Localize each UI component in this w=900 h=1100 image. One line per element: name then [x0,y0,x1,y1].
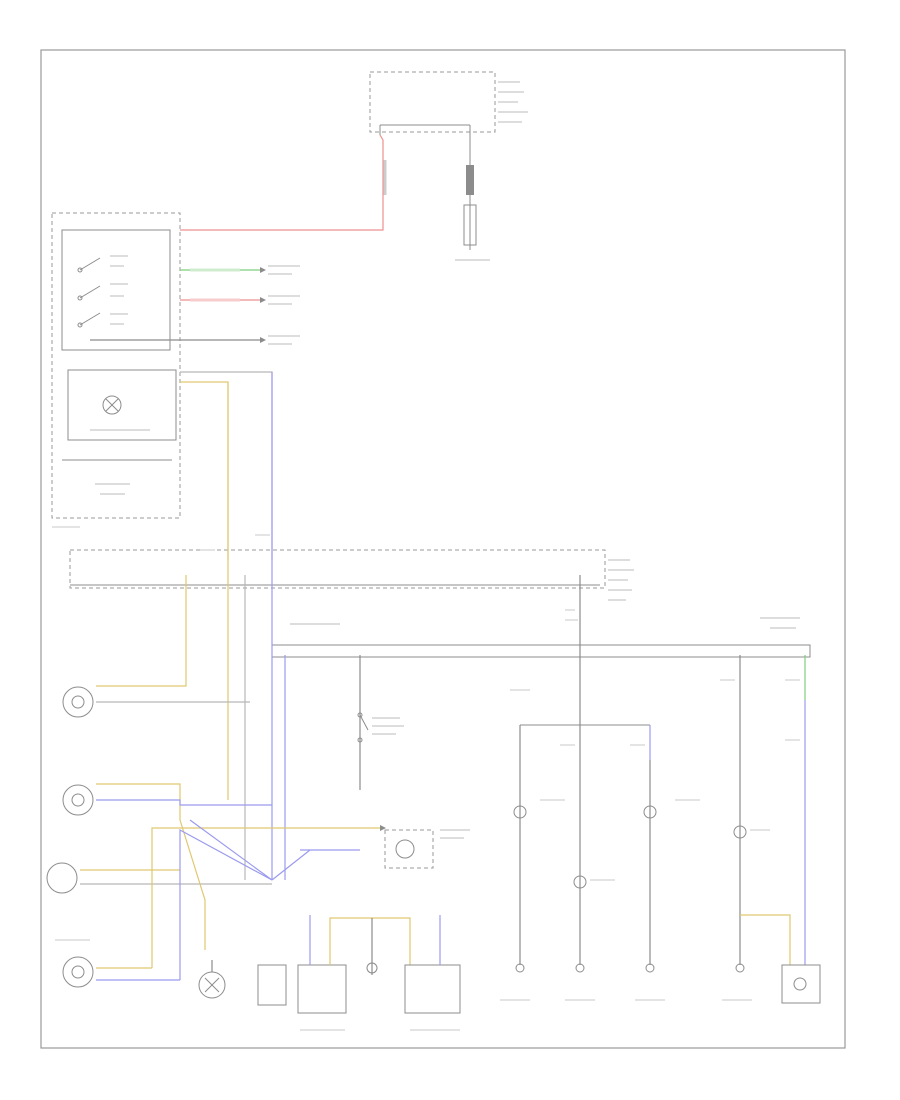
fuse-panel [69,549,634,601]
switch-output-wires [90,265,300,345]
connector-ticks [52,526,800,1031]
back-up-lamp-switch [357,712,404,743]
license-lamp [62,956,180,988]
vertical-wires [185,372,806,965]
instrument-cluster-lamp [198,960,226,999]
rear-lamp [46,862,272,894]
battery [455,135,490,261]
trunk-light [384,829,470,869]
main-bus [271,617,811,658]
right-front-side-marker [62,783,272,820]
illumination [62,369,177,495]
illumination-wires [180,371,273,560]
light-switch [51,212,181,519]
yellow-wire-bundle [151,819,386,980]
diagram-frame [40,49,846,1049]
top-fuse-block [369,71,528,135]
right-branch-bulbs [513,805,747,973]
bottom-right-lamp [740,914,821,1004]
ground-point [257,964,287,1006]
right-tail-lamp-assembly [404,915,461,1014]
right-branch-wiring [519,724,651,965]
red-feed-wire [180,134,387,231]
left-tail-lamp-assembly [297,915,411,1014]
left-front-side-marker [62,680,250,718]
